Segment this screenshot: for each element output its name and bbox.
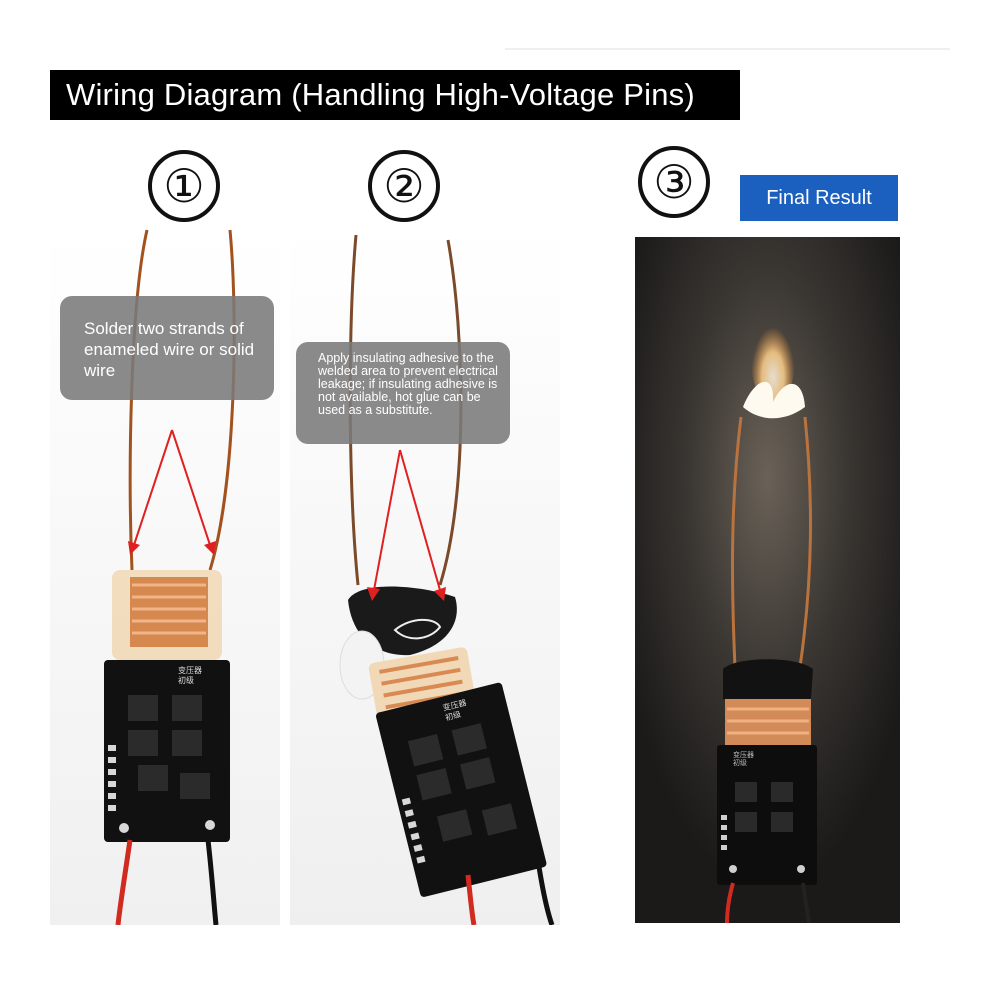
page-title: Wiring Diagram (Handling High-Voltage Pi… bbox=[66, 77, 695, 112]
top-divider-line bbox=[505, 48, 950, 50]
callout-insulating-adhesive-text: Apply insulating adhesive to the welded … bbox=[318, 351, 498, 417]
step-2-photo: 变压器 初级 bbox=[290, 225, 560, 925]
board-label-primary-1: 初级 bbox=[178, 675, 194, 685]
final-result-label: Final Result bbox=[766, 186, 872, 209]
callout-solder-wire: Solder two strands of enameled wire or s… bbox=[60, 296, 274, 400]
final-result-photo: 变压器 初级 bbox=[635, 237, 900, 923]
board-label-primary-3: 初级 bbox=[733, 758, 747, 767]
board-label-transformer-1: 变压器 bbox=[178, 665, 202, 675]
step-2-number: ② bbox=[368, 150, 440, 222]
final-result-badge: Final Result bbox=[740, 175, 898, 221]
board-label-transformer-3: 变压器 bbox=[733, 750, 754, 759]
step-3-number: ③ bbox=[638, 146, 710, 218]
board-label-primary-2: 初级 bbox=[444, 709, 462, 723]
step-1-number: ① bbox=[148, 150, 220, 222]
page-title-bar: Wiring Diagram (Handling High-Voltage Pi… bbox=[50, 70, 740, 120]
callout-solder-wire-text: Solder two strands of enameled wire or s… bbox=[84, 319, 255, 380]
callout-insulating-adhesive: Apply insulating adhesive to the welded … bbox=[296, 342, 510, 444]
